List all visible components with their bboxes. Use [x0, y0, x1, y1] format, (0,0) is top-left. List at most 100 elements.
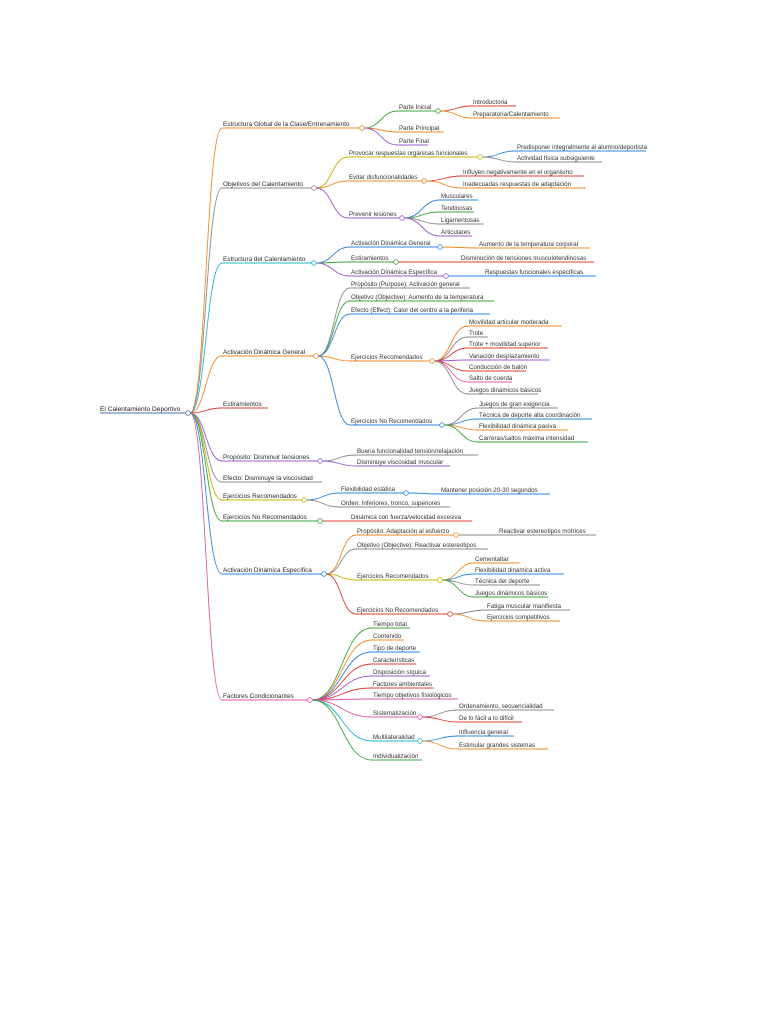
collapse-toggle[interactable]	[443, 273, 449, 279]
subtopic[interactable]: Características	[373, 657, 414, 664]
branch-topic[interactable]: Efecto: Disminuye la viscosidad	[223, 475, 313, 482]
subtopic[interactable]: Prevenir lesiones	[349, 211, 396, 218]
leaf-topic[interactable]: Variación desplazamiento	[469, 353, 540, 360]
leaf-topic[interactable]: Trote	[469, 330, 484, 337]
subtopic[interactable]: Provocar respuestas orgánicas funcionale…	[349, 150, 467, 157]
collapse-toggle[interactable]	[453, 532, 459, 538]
subtopic[interactable]: Efecto (Effect): Calor del centro a la p…	[351, 307, 474, 314]
collapse-toggle[interactable]	[301, 497, 307, 503]
subtopic[interactable]: Individualización	[373, 753, 419, 760]
leaf-topic[interactable]: De lo fácil a lo difícil	[459, 715, 514, 722]
subtopic[interactable]: Objetivo (Objective): Aumento de la temp…	[351, 294, 484, 301]
collapse-toggle[interactable]	[393, 259, 399, 265]
leaf-topic[interactable]: Trote + movilidad superior	[469, 341, 540, 348]
leaf-topic[interactable]: Reactivar estereotipos motrices	[499, 528, 586, 535]
subtopic[interactable]: Tiempo objetivos fisiológicos	[373, 692, 452, 699]
collapse-toggle[interactable]	[477, 154, 483, 160]
leaf-topic[interactable]: Influyen negativamente en el organismo	[463, 169, 573, 176]
subtopic[interactable]: Parte Inicial	[399, 104, 431, 111]
subtopic[interactable]: Ejercicios Recomendados	[357, 573, 429, 580]
leaf-topic[interactable]: Ligamentosas	[441, 217, 480, 224]
subtopic[interactable]: Tiempo total	[373, 621, 407, 628]
subtopic[interactable]: Propósito: Adaptación al esfuerzo	[357, 528, 450, 535]
leaf-topic[interactable]: Salto de cuerda	[469, 375, 513, 382]
leaf-topic[interactable]: Ordenamiento, secuencialidad	[459, 703, 543, 710]
collapse-toggle[interactable]	[437, 577, 443, 583]
leaf-topic[interactable]: Carreras/saltos máxima intensidad	[479, 435, 575, 442]
leaf-topic[interactable]: Conducción de balón	[469, 364, 528, 371]
subtopic[interactable]: Flexibilidad estática	[341, 486, 396, 493]
collapse-toggle[interactable]	[447, 611, 453, 617]
leaf-topic[interactable]: Disminución de tensiones musculotendinos…	[461, 255, 586, 262]
subtopic[interactable]: Estiramientos	[351, 255, 388, 262]
subtopic[interactable]: Disminuye viscosidad muscular	[357, 459, 443, 466]
leaf-topic[interactable]: Juegos de gran exigencia	[479, 401, 550, 408]
leaf-topic[interactable]: Introductoria	[473, 99, 508, 106]
collapse-toggle[interactable]	[417, 714, 423, 720]
leaf-topic[interactable]: Flexibilidad dinámica pasiva	[479, 423, 557, 430]
subtopic[interactable]: Activación Dinámica Específica	[351, 269, 438, 276]
collapse-toggle[interactable]	[403, 490, 409, 496]
collapse-toggle[interactable]	[437, 244, 443, 250]
branch-topic[interactable]: Estructura del Calentamiento	[223, 256, 306, 263]
leaf-topic[interactable]: Articulares	[441, 229, 470, 236]
collapse-toggle[interactable]	[317, 518, 323, 524]
subtopic[interactable]: Ejercicios No Recomendados	[351, 418, 432, 425]
collapse-toggle[interactable]	[399, 215, 405, 221]
collapse-toggle[interactable]	[321, 571, 327, 577]
subtopic[interactable]: Objetivo (Objective): Reactivar estereot…	[357, 542, 476, 549]
subtopic[interactable]: Orden: Inferiores, tronco, superiores	[341, 500, 440, 507]
leaf-topic[interactable]: Tendinosas	[441, 205, 472, 212]
leaf-topic[interactable]: Preparatoria/Calentamiento	[473, 111, 549, 118]
branch-topic[interactable]: Ejercicios No Recomendados	[223, 514, 307, 521]
branch-topic[interactable]: Propósito: Disminuir tensiones	[223, 454, 309, 461]
leaf-topic[interactable]: Juegos dinámicos básicos	[475, 590, 547, 597]
leaf-topic[interactable]: Inadecuadas respuestas de adaptación	[463, 181, 572, 188]
leaf-topic[interactable]: Musculares	[441, 193, 473, 200]
leaf-topic[interactable]: Ejercicios competitivos	[487, 614, 550, 621]
subtopic[interactable]: Disposición síquica	[373, 669, 427, 676]
leaf-topic[interactable]: Predisponer integralmente al alumno/depo…	[517, 144, 648, 151]
collapse-toggle[interactable]	[429, 358, 435, 364]
subtopic[interactable]: Parte Final	[399, 138, 429, 145]
leaf-topic[interactable]: Mantener posición 20-30 segundos	[441, 487, 538, 494]
branch-topic[interactable]: Estructura Global de la Clase/Entrenamie…	[223, 121, 350, 128]
collapse-toggle[interactable]	[435, 108, 441, 114]
subtopic[interactable]: Contenido	[373, 633, 402, 640]
leaf-topic[interactable]: Fatiga muscular manifiesta	[487, 603, 561, 610]
collapse-toggle[interactable]	[307, 697, 313, 703]
collapse-toggle[interactable]	[317, 458, 323, 464]
subtopic[interactable]: Parte Principal	[399, 125, 439, 132]
leaf-topic[interactable]: Movilidad articular moderada	[469, 319, 549, 326]
subtopic[interactable]: Buena funcionalidad tensión/relajación	[357, 448, 464, 455]
collapse-toggle[interactable]	[359, 125, 365, 131]
subtopic[interactable]: Dinámica con fuerza/velocidad excesiva	[351, 514, 462, 521]
subtopic[interactable]: Ejercicios No Recomendados	[357, 607, 438, 614]
subtopic[interactable]: Propósito (Purpose): Activación general	[351, 281, 460, 288]
leaf-topic[interactable]: Técnica de deporte alta coordinación	[479, 412, 581, 419]
leaf-topic[interactable]: Técnica del deporte	[475, 578, 530, 585]
subtopic[interactable]: Evitar disfuncionalidades	[349, 174, 417, 181]
leaf-topic[interactable]: Respuestas funcionales específicas	[485, 269, 583, 276]
collapse-toggle[interactable]	[311, 185, 317, 191]
subtopic[interactable]: Multilateralidad	[373, 734, 415, 741]
leaf-topic[interactable]: Juegos dinámicos básicos	[469, 387, 541, 394]
branch-topic[interactable]: Objetivos del Calentamiento	[223, 181, 303, 188]
collapse-toggle[interactable]	[439, 422, 445, 428]
subtopic[interactable]: Ejercicios Recomendados	[351, 354, 423, 361]
leaf-topic[interactable]: Cementaltar	[475, 556, 509, 563]
subtopic[interactable]: Factores ambientales	[373, 681, 432, 688]
leaf-topic[interactable]: Aumento de la temperatura corporal	[479, 241, 578, 248]
leaf-topic[interactable]: Influencia general	[459, 729, 508, 736]
collapse-toggle[interactable]	[421, 178, 427, 184]
leaf-topic[interactable]: Estimular grandes sistemas	[459, 742, 535, 749]
collapse-toggle[interactable]	[185, 410, 191, 416]
branch-topic[interactable]: Ejercicios Recomendados	[223, 493, 297, 500]
subtopic[interactable]: Sistematización	[373, 710, 417, 717]
collapse-toggle[interactable]	[311, 260, 317, 266]
branch-topic[interactable]: Estiramientos	[223, 401, 262, 408]
leaf-topic[interactable]: Actividad física subsiguiente	[517, 155, 595, 162]
leaf-topic[interactable]: Flexibilidad dinámica activa	[475, 567, 551, 574]
branch-topic[interactable]: Factores Condicionantes	[223, 693, 294, 700]
root-topic[interactable]: El Calentamiento Deportivo	[100, 406, 181, 413]
